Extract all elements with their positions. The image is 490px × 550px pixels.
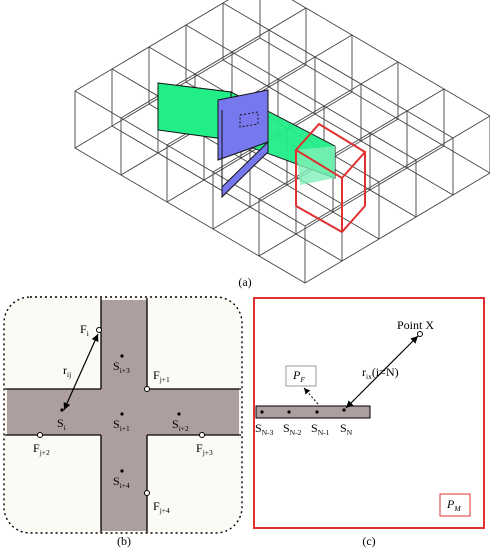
label-p-f: PF xyxy=(292,368,305,384)
caption-c: (c) xyxy=(362,534,375,548)
blue-wall xyxy=(217,89,269,199)
label-s-i2: Si+2 xyxy=(172,417,189,433)
caption-a: (a) xyxy=(238,275,251,289)
label-r-ix: rix(i=N) xyxy=(362,365,399,381)
label-f-j1: Fj+1 xyxy=(153,368,170,384)
label-s-i4: Si+4 xyxy=(113,474,130,490)
label-s-n2: SN-2 xyxy=(283,421,302,437)
node-f-j4 xyxy=(144,490,150,496)
dotted-cell-marker xyxy=(239,111,259,128)
point-s-i1 xyxy=(120,412,124,416)
node-f-j2 xyxy=(37,432,43,438)
p-m-box xyxy=(439,493,471,517)
p-f-pointer xyxy=(303,387,319,405)
point-s-i4 xyxy=(120,469,124,473)
point-s-i3 xyxy=(120,354,124,358)
pipe-segment xyxy=(255,405,371,419)
label-s-n: SN xyxy=(340,421,353,437)
green-wall xyxy=(157,82,336,185)
label-s-n1: SN-1 xyxy=(311,421,330,437)
node-f-j3 xyxy=(199,432,205,438)
label-s-i: Si xyxy=(57,416,66,432)
caption-b: (b) xyxy=(117,534,131,548)
label-s-i1: Si+1 xyxy=(113,417,130,433)
point-s-i2 xyxy=(177,412,181,416)
point-s-n2 xyxy=(287,410,291,414)
panel-a: (a) xyxy=(74,0,490,289)
r-ix-arrow xyxy=(345,335,419,409)
node-f-i xyxy=(96,327,102,333)
point-s-n3 xyxy=(260,410,264,414)
node-point-x xyxy=(417,331,423,337)
label-f-j2: Fj+2 xyxy=(33,441,50,457)
label-f-i: Fi xyxy=(80,322,89,338)
point-s-i xyxy=(60,408,64,412)
p-f-box xyxy=(285,365,317,387)
label-s-n3: SN-3 xyxy=(255,421,274,437)
r-ij-arrow xyxy=(63,333,99,411)
label-r-ij: rij xyxy=(63,363,71,379)
label-s-i3: Si+3 xyxy=(113,359,130,375)
label-point-x: Point X xyxy=(397,318,434,332)
panel-b: Fi rij Si+3 Fj+1 Si Si+1 Si+2 Fj+2 Fj+3 … xyxy=(3,296,243,548)
label-f-j3: Fj+3 xyxy=(196,441,213,457)
node-f-j1 xyxy=(144,386,150,392)
pipe-cross xyxy=(7,300,239,531)
label-p-m: PM xyxy=(446,497,461,513)
highlighted-cube xyxy=(294,122,367,233)
label-f-j4: Fj+4 xyxy=(153,499,170,515)
point-s-n xyxy=(342,408,346,412)
panel-c: Point X PF rix(i=N) SN-3 SN-2 SN-1 SN PM… xyxy=(253,297,485,548)
point-s-n1 xyxy=(315,410,319,414)
